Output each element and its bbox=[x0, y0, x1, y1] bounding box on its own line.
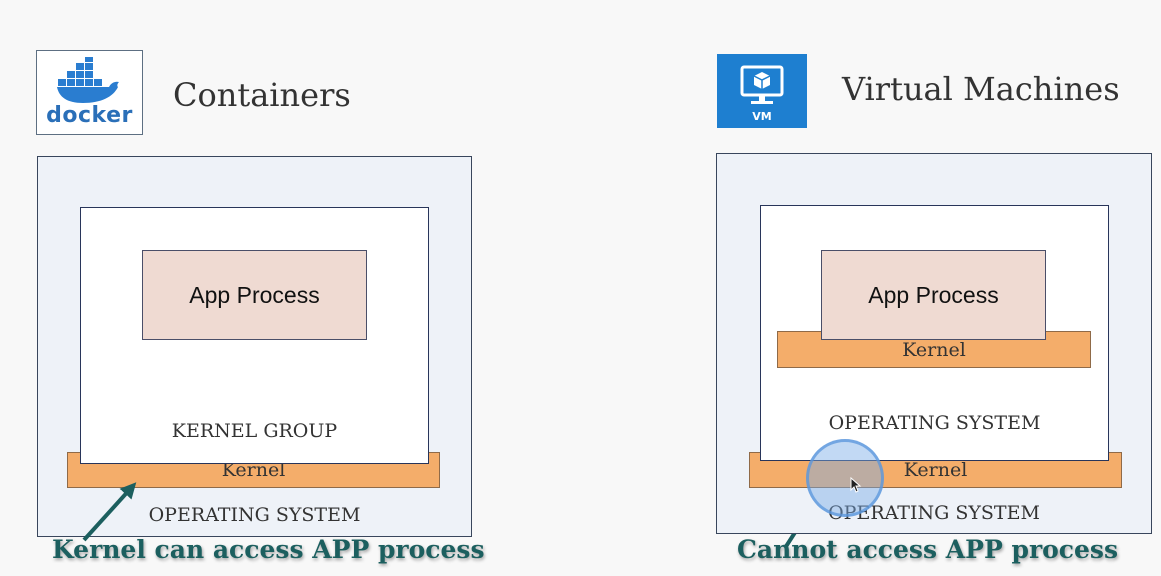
mouse-pointer-icon bbox=[850, 477, 862, 493]
containers-kernel-label: Kernel bbox=[221, 459, 286, 481]
vm-logo-text: VM bbox=[752, 110, 772, 123]
containers-app-process-label: App Process bbox=[189, 281, 320, 308]
vm-os-label: OPERATING SYSTEM bbox=[828, 502, 1040, 524]
vm-guest-os-label: OPERATING SYSTEM bbox=[828, 412, 1041, 434]
vm-caption: Cannot access APP process bbox=[737, 535, 1119, 564]
docker-logo-text: docker bbox=[46, 103, 133, 128]
vm-monitor-icon bbox=[740, 65, 784, 104]
docker-logo: docker bbox=[36, 50, 143, 135]
docker-whale-icon bbox=[57, 57, 119, 103]
containers-caption: Kernel can access APP process bbox=[52, 535, 485, 564]
containers-title: Containers bbox=[173, 76, 351, 114]
containers-os-label: OPERATING SYSTEM bbox=[148, 504, 361, 526]
vm-app-process-label: App Process bbox=[868, 281, 999, 308]
vm-title: Virtual Machines bbox=[842, 70, 1120, 108]
vm-app-process: App Process bbox=[821, 250, 1046, 340]
kernel-group-label: KERNEL GROUP bbox=[171, 420, 338, 442]
vm-kernel-label: Kernel bbox=[903, 459, 968, 481]
containers-app-process: App Process bbox=[142, 250, 367, 340]
vm-inner-kernel-label: Kernel bbox=[902, 338, 966, 361]
containers-arrow bbox=[82, 482, 137, 542]
cursor-highlight bbox=[806, 439, 884, 517]
vm-logo: VM bbox=[717, 54, 807, 128]
